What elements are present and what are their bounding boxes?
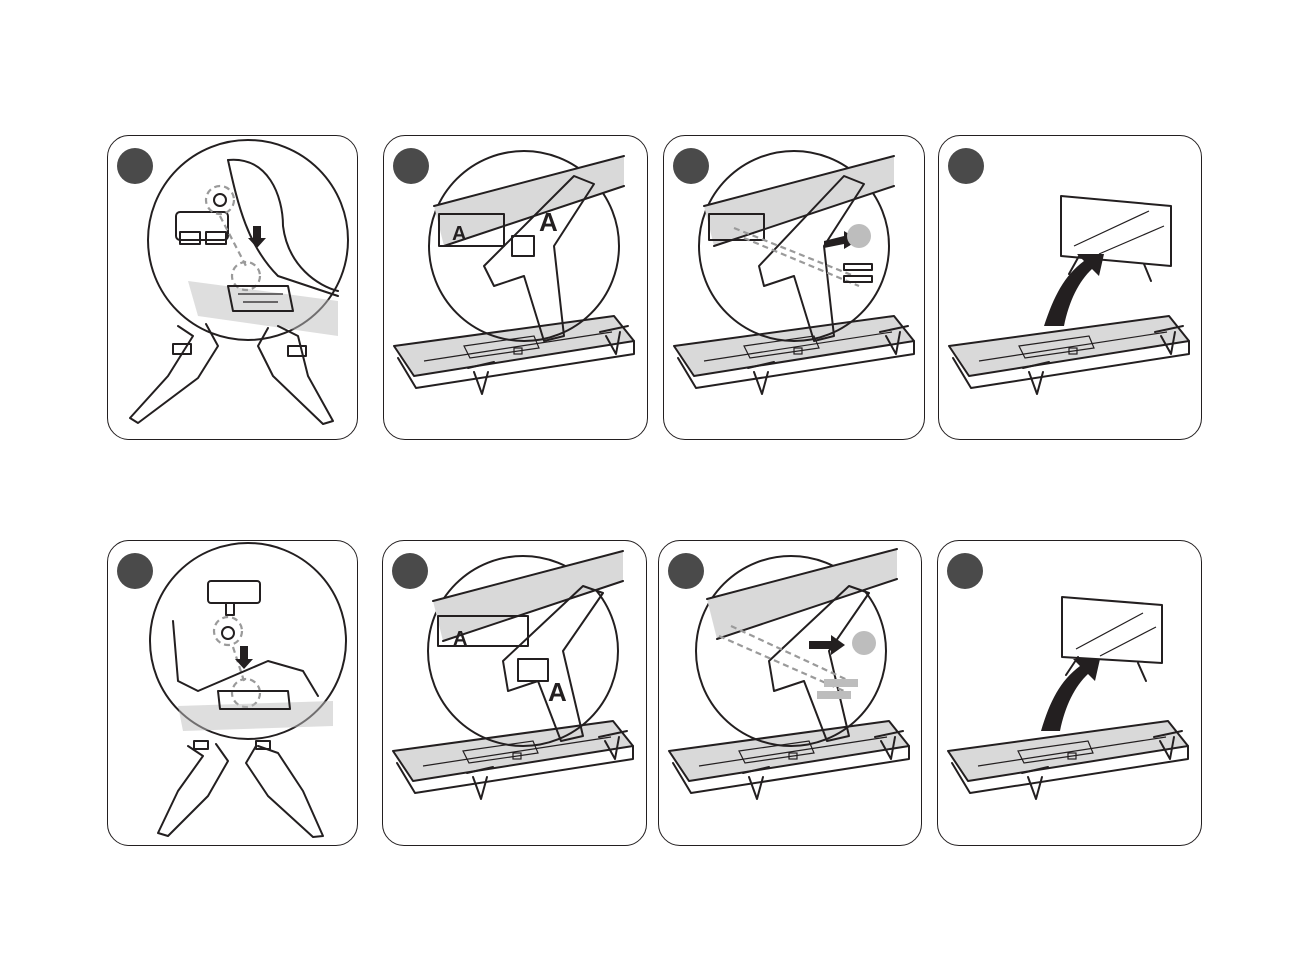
step-panel-lift-tv <box>938 135 1202 440</box>
lift-tv-illustration <box>938 541 1202 846</box>
plate-label: A <box>453 628 467 650</box>
step-panel-attach-cap <box>107 135 358 440</box>
insert-screws-illustration <box>659 541 922 846</box>
step-panel-insert-screws <box>658 540 922 846</box>
step-panel-attach-cap <box>107 540 358 846</box>
lift-tv-illustration <box>939 136 1202 440</box>
attach-cap-illustration <box>108 541 358 846</box>
step-panel-align-stand: A A <box>383 135 648 440</box>
step-panel-insert-screws <box>663 135 925 440</box>
insert-screws-illustration <box>664 136 925 440</box>
attach-cap-illustration <box>108 136 358 440</box>
stand-label: A <box>548 677 567 707</box>
align-stand-illustration: A A <box>384 136 648 440</box>
stand-label: A <box>539 207 558 237</box>
step-panel-lift-tv <box>937 540 1202 846</box>
step-panel-align-stand: A A <box>382 540 647 846</box>
align-stand-illustration: A A <box>383 541 647 846</box>
plate-label: A <box>452 223 466 245</box>
